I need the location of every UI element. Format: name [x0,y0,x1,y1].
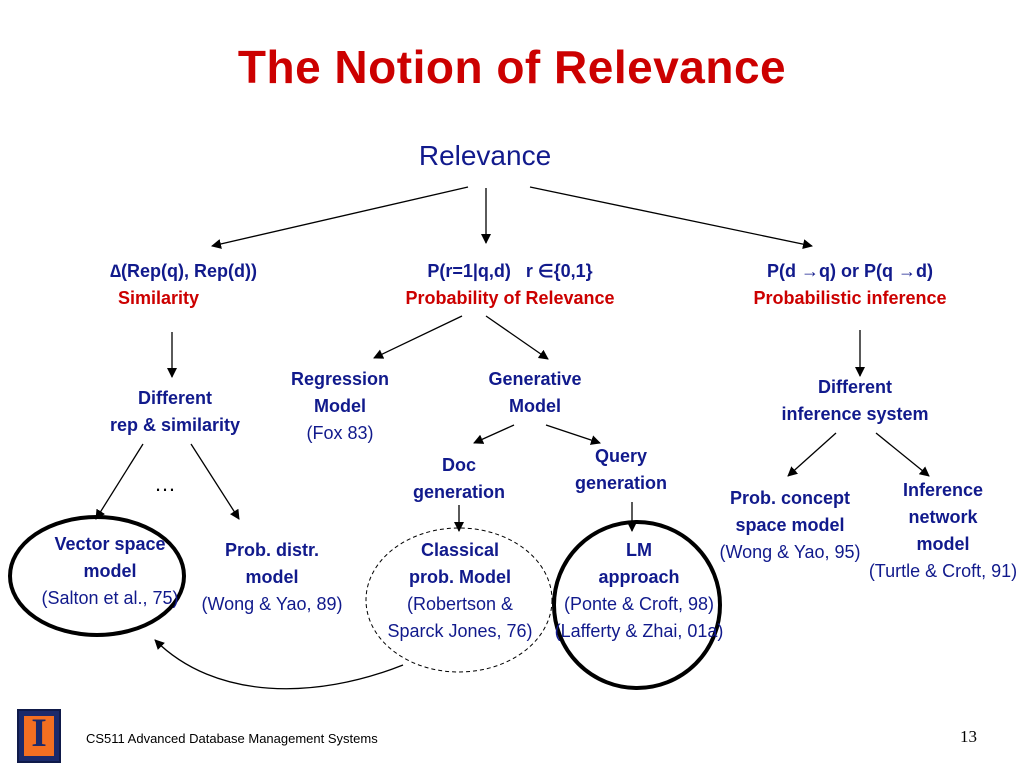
relevance-root: Relevance [418,140,552,171]
probability-formula: P(r=1|q,d) r ∈{0,1} [427,261,593,281]
classical-cite1: (Robertson & [406,594,514,614]
vector-space-circle [8,515,186,637]
classical-dashed-circle [365,527,553,673]
regression-line1: Regression [290,369,390,389]
generative-node: Generative Model [470,366,600,420]
generative-line2: Model [509,396,561,416]
arrow-generative-query [545,424,601,445]
regression-node: Regression Model (Fox 83) [275,366,405,447]
course-name: CS511 Advanced Database Management Syste… [86,731,378,746]
lm-circle [552,520,722,690]
inference-network-line2: network [908,507,978,527]
arrows [95,186,930,690]
logo-inner [24,716,54,756]
prob-distr-line2: model [245,567,299,587]
classical-node: Classical prob. Model (Robertson & Sparc… [385,537,535,645]
vector-space-line2: model [83,561,137,581]
classical-line1: Classical [420,540,500,560]
vector-space-node: Vector space model (Salton et al., 75) [25,531,195,612]
lm-line1: LM [626,540,652,560]
doc-generation-node: Doc generation [400,452,518,506]
prob-distr-node: Prob. distr. model (Wong & Yao, 89) [192,537,352,618]
arrow-different-probdistr [190,443,240,520]
regression-cite: (Fox 83) [306,423,374,443]
classical-line2: prob. Model [409,567,511,587]
arrow-generative-doc [473,424,515,444]
different-rep-node: Different rep & similarity [90,385,260,439]
arrow-infsys-infnetwork [875,432,930,477]
arrow-prob-generative [485,315,549,360]
prob-distr-cite: (Wong & Yao, 89) [201,594,343,614]
vector-space-cite: (Salton et al., 75) [41,588,179,608]
similarity-branch: ∆(Rep(q), Rep(d)) Similarity [70,258,330,312]
similarity-formula: ∆(Rep(q), Rep(d)) [110,261,257,281]
university-logo: I [17,709,61,763]
arrow-root-similarity [211,186,469,249]
query-generation-line2: generation [574,473,667,493]
lm-line2: approach [598,567,680,587]
slide-title: The Notion of Relevance [237,41,787,93]
inference-branch: P(d →q) or P(q →d) Probabilistic inferen… [715,258,985,312]
generative-line1: Generative [488,369,582,389]
arrow-infsys-probconcept [787,432,837,477]
arrow-prob-regression [373,315,463,359]
prob-concept-line1: Prob. concept [729,488,850,508]
lm-cite1: (Ponte & Croft, 98) [563,594,715,614]
prob-concept-cite: (Wong & Yao, 95) [719,542,861,562]
prob-concept-node: Prob. concept space model (Wong & Yao, 9… [705,485,875,566]
inference-formula: P(d →q) or P(q →d) [767,261,933,281]
inference-label: Probabilistic inference [753,288,947,308]
doc-generation-line2: generation [412,482,505,502]
prob-concept-line2: space model [735,515,845,535]
page-number: 13 [960,727,977,746]
arrow-different-vector [95,443,144,520]
different-inference-line1: Different [817,377,892,397]
inference-network-cite: (Turtle & Croft, 91) [868,561,1018,581]
inference-network-line1: Inference [902,480,984,500]
probability-branch: P(r=1|q,d) r ∈{0,1} Probability of Relev… [370,258,650,312]
lm-node: LM approach (Ponte & Croft, 98) (Laffert… [544,537,734,645]
query-generation-line1: Query [594,446,648,466]
lm-cite2: (Lafferty & Zhai, 01a) [554,621,724,641]
classical-cite2: Sparck Jones, 76) [387,621,533,641]
ellipsis: … [154,471,176,496]
prob-distr-line1: Prob. distr. [224,540,320,560]
different-rep-line1: Different [137,388,212,408]
arrow-classical-vector-curve [154,639,404,690]
vector-space-line1: Vector space [54,534,166,554]
inference-network-line3: model [916,534,970,554]
logo-glyph: I [31,710,47,755]
query-generation-node: Query generation [560,443,682,497]
different-inference-line2: inference system [781,404,929,424]
regression-line2: Model [314,396,366,416]
different-rep-line2: rep & similarity [109,415,241,435]
similarity-label: Similarity [118,288,200,308]
different-inference-node: Different inference system [765,374,945,428]
arrow-root-inference [529,186,813,250]
doc-generation-line1: Doc [441,455,476,475]
inference-network-node: Inference network model (Turtle & Croft,… [862,477,1024,585]
probability-label: Probability of Relevance [405,288,615,308]
